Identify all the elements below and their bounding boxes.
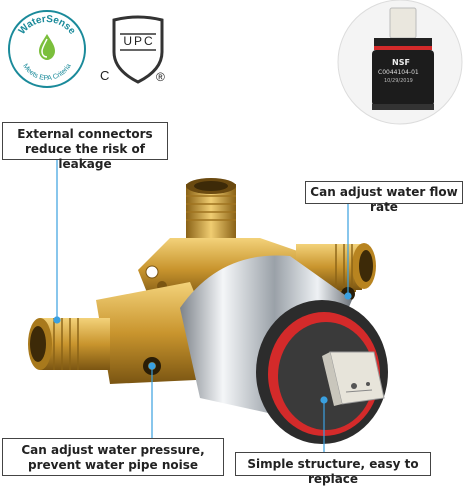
cartridge-circle [337, 0, 463, 125]
callout-water-pressure: Can adjust water pressure, prevent water… [2, 438, 224, 476]
cupc-logo: UPC C ® [98, 10, 178, 90]
cartridge-inset: NSF C0044104-01 10/29/2019 [326, 0, 466, 126]
cupc-mark: UPC [123, 34, 155, 48]
cartridge-model: C0044104-01 [378, 69, 419, 76]
callout-external-connectors: External connectors reduce the risk of l… [2, 122, 168, 171]
cupc-prefix: C [100, 68, 110, 83]
callout-simple-structure: Simple structure, easy to replace [235, 452, 431, 486]
cartridge-brand: NSF [392, 58, 410, 67]
cartridge-spindle [322, 351, 385, 406]
chrome-sleeve [180, 255, 388, 444]
cupc-registered: ® [156, 70, 165, 84]
cupc-shield-icon [112, 15, 164, 84]
top-outlet-pipe [186, 178, 236, 244]
cartridge-date: 10/29/2019 [384, 78, 413, 84]
watersense-emblem-icon: WaterSense Meets EPA Criteria [8, 10, 86, 88]
watersense-logo: WaterSense Meets EPA Criteria [6, 8, 88, 90]
leader-lines [53, 160, 352, 452]
callout-flow-rate: Can adjust water flow rate [305, 181, 463, 214]
